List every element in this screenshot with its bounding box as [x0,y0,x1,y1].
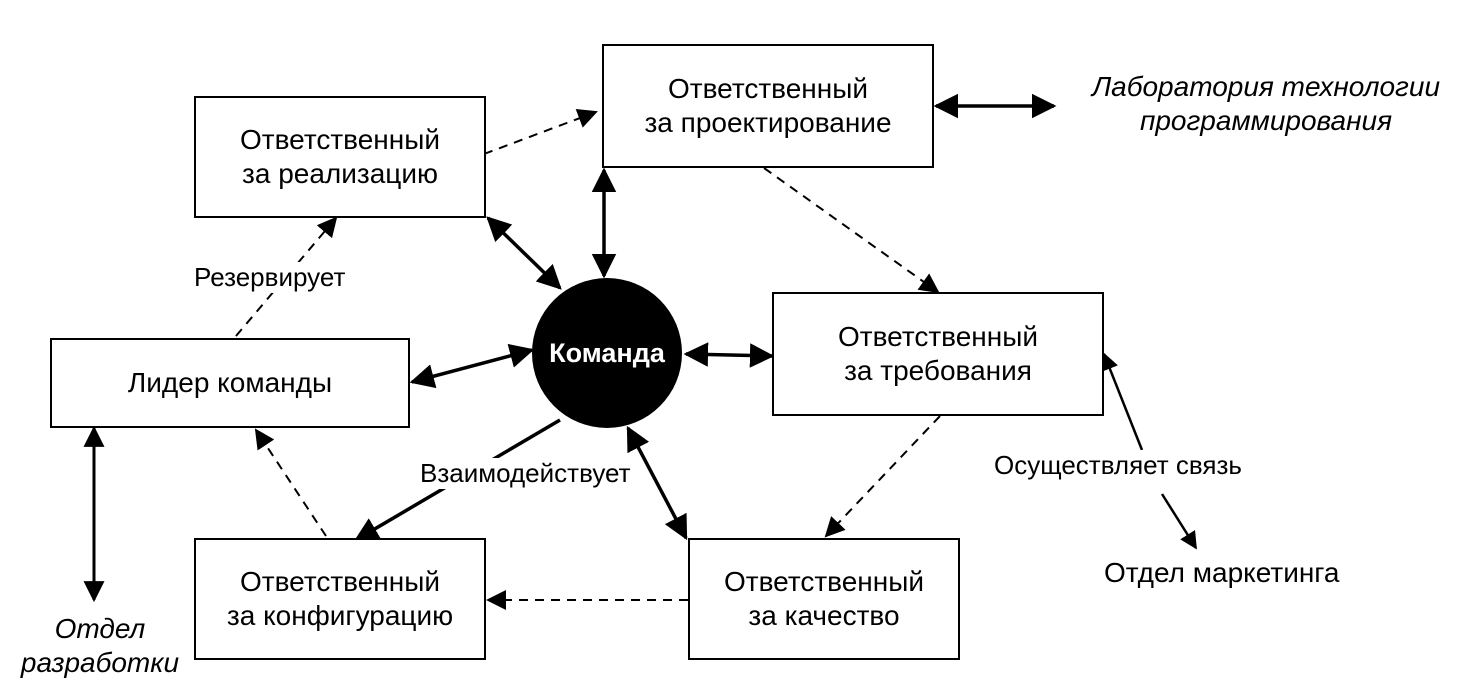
label-liaises: Осуществляет связь [994,450,1242,481]
external-dev-department-line2: разработки [20,647,180,678]
external-lab: Лаборатория технологии программирования [1060,70,1472,138]
link-design-requirements [763,167,940,294]
role-quality-box: Ответственный за качество [688,538,960,660]
external-marketing-label: Отдел маркетинга [1104,557,1340,588]
role-implementation-line1: Ответственный [240,124,440,155]
role-requirements-line1: Ответственный [838,321,1038,352]
link-requirements-marketing-upper [1101,352,1144,451]
role-requirements-box: Ответственный за требования [772,292,1104,416]
link-leader-implementation [235,216,338,337]
external-dev-department: Отдел разработки [0,612,200,680]
role-quality-line1: Ответственный [724,566,924,597]
external-marketing: Отдел маркетинга [1104,556,1339,590]
external-lab-line2: программирования [1139,105,1393,136]
link-requirements-marketing-lower [1160,493,1198,550]
link-implementation-design [483,108,598,155]
role-requirements-line2: за требования [844,355,1032,386]
role-leader-box: Лидер команды [50,338,410,428]
link-hub-quality [626,425,688,541]
role-configuration-line1: Ответственный [240,566,440,597]
role-design-box: Ответственный за проектирование [602,44,934,168]
role-leader-label: Лидер команды [127,367,333,398]
label-reserves: Резервирует [194,262,346,293]
role-implementation-box: Ответственный за реализацию [194,96,486,218]
link-configuration-leader [254,428,327,537]
role-quality-line2: за качество [748,600,900,631]
team-hub: Команда [532,278,682,428]
role-implementation-line2: за реализацию [242,158,438,189]
link-hub-implementation [486,216,562,290]
link-hub-leader [409,343,535,389]
external-dev-department-line1: Отдел [54,613,146,644]
link-hub-requirements [683,342,775,368]
role-configuration-line2: за конфигурацию [226,600,454,631]
link-requirements-quality [824,415,941,538]
label-interacts: Взаимодействует [420,458,631,489]
external-lab-line1: Лаборатория технологии [1091,71,1441,102]
role-design-line1: Ответственный [668,73,868,104]
role-configuration-box: Ответственный за конфигурацию [194,538,486,660]
team-hub-label: Команда [549,337,665,368]
role-design-line2: за проектирование [644,107,892,138]
